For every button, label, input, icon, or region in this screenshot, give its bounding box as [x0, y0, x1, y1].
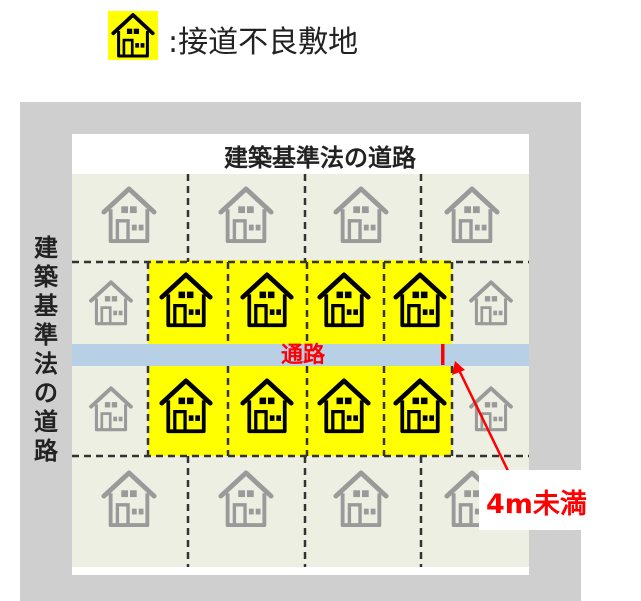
left-road: [20, 102, 72, 601]
annotation-arrowhead: [452, 361, 465, 375]
path-width-marker: [441, 344, 445, 365]
bottom-road: [72, 575, 529, 601]
left-road-label-char: の: [34, 379, 58, 407]
left-road-label-char: 路: [34, 437, 59, 465]
landlocked-area: [148, 262, 452, 344]
access-path-label: 通路: [281, 342, 326, 368]
left-road-label-char: 基: [34, 292, 59, 320]
left-road-label-char: 道: [34, 408, 58, 436]
legend-label: :接道不良敷地: [168, 25, 358, 60]
access-path: [72, 344, 529, 366]
left-road-label-char: 準: [34, 321, 58, 349]
annotation-label: 4m未満: [486, 489, 587, 520]
left-road-label-char: 築: [33, 263, 59, 291]
top-road-label: 建築基準法の道路: [224, 144, 417, 172]
annotation-bg: [479, 470, 620, 530]
annotation-line: [457, 369, 512, 476]
top-road: [72, 102, 529, 134]
left-road-label-char: 法: [34, 350, 58, 378]
left-road-label-char: 建: [34, 234, 58, 262]
lot-boundaries: [72, 174, 529, 567]
left-road-label: 建築基準法の道路: [33, 234, 59, 465]
landlocked-area: [148, 366, 452, 456]
top-road-label-band: [72, 134, 529, 174]
